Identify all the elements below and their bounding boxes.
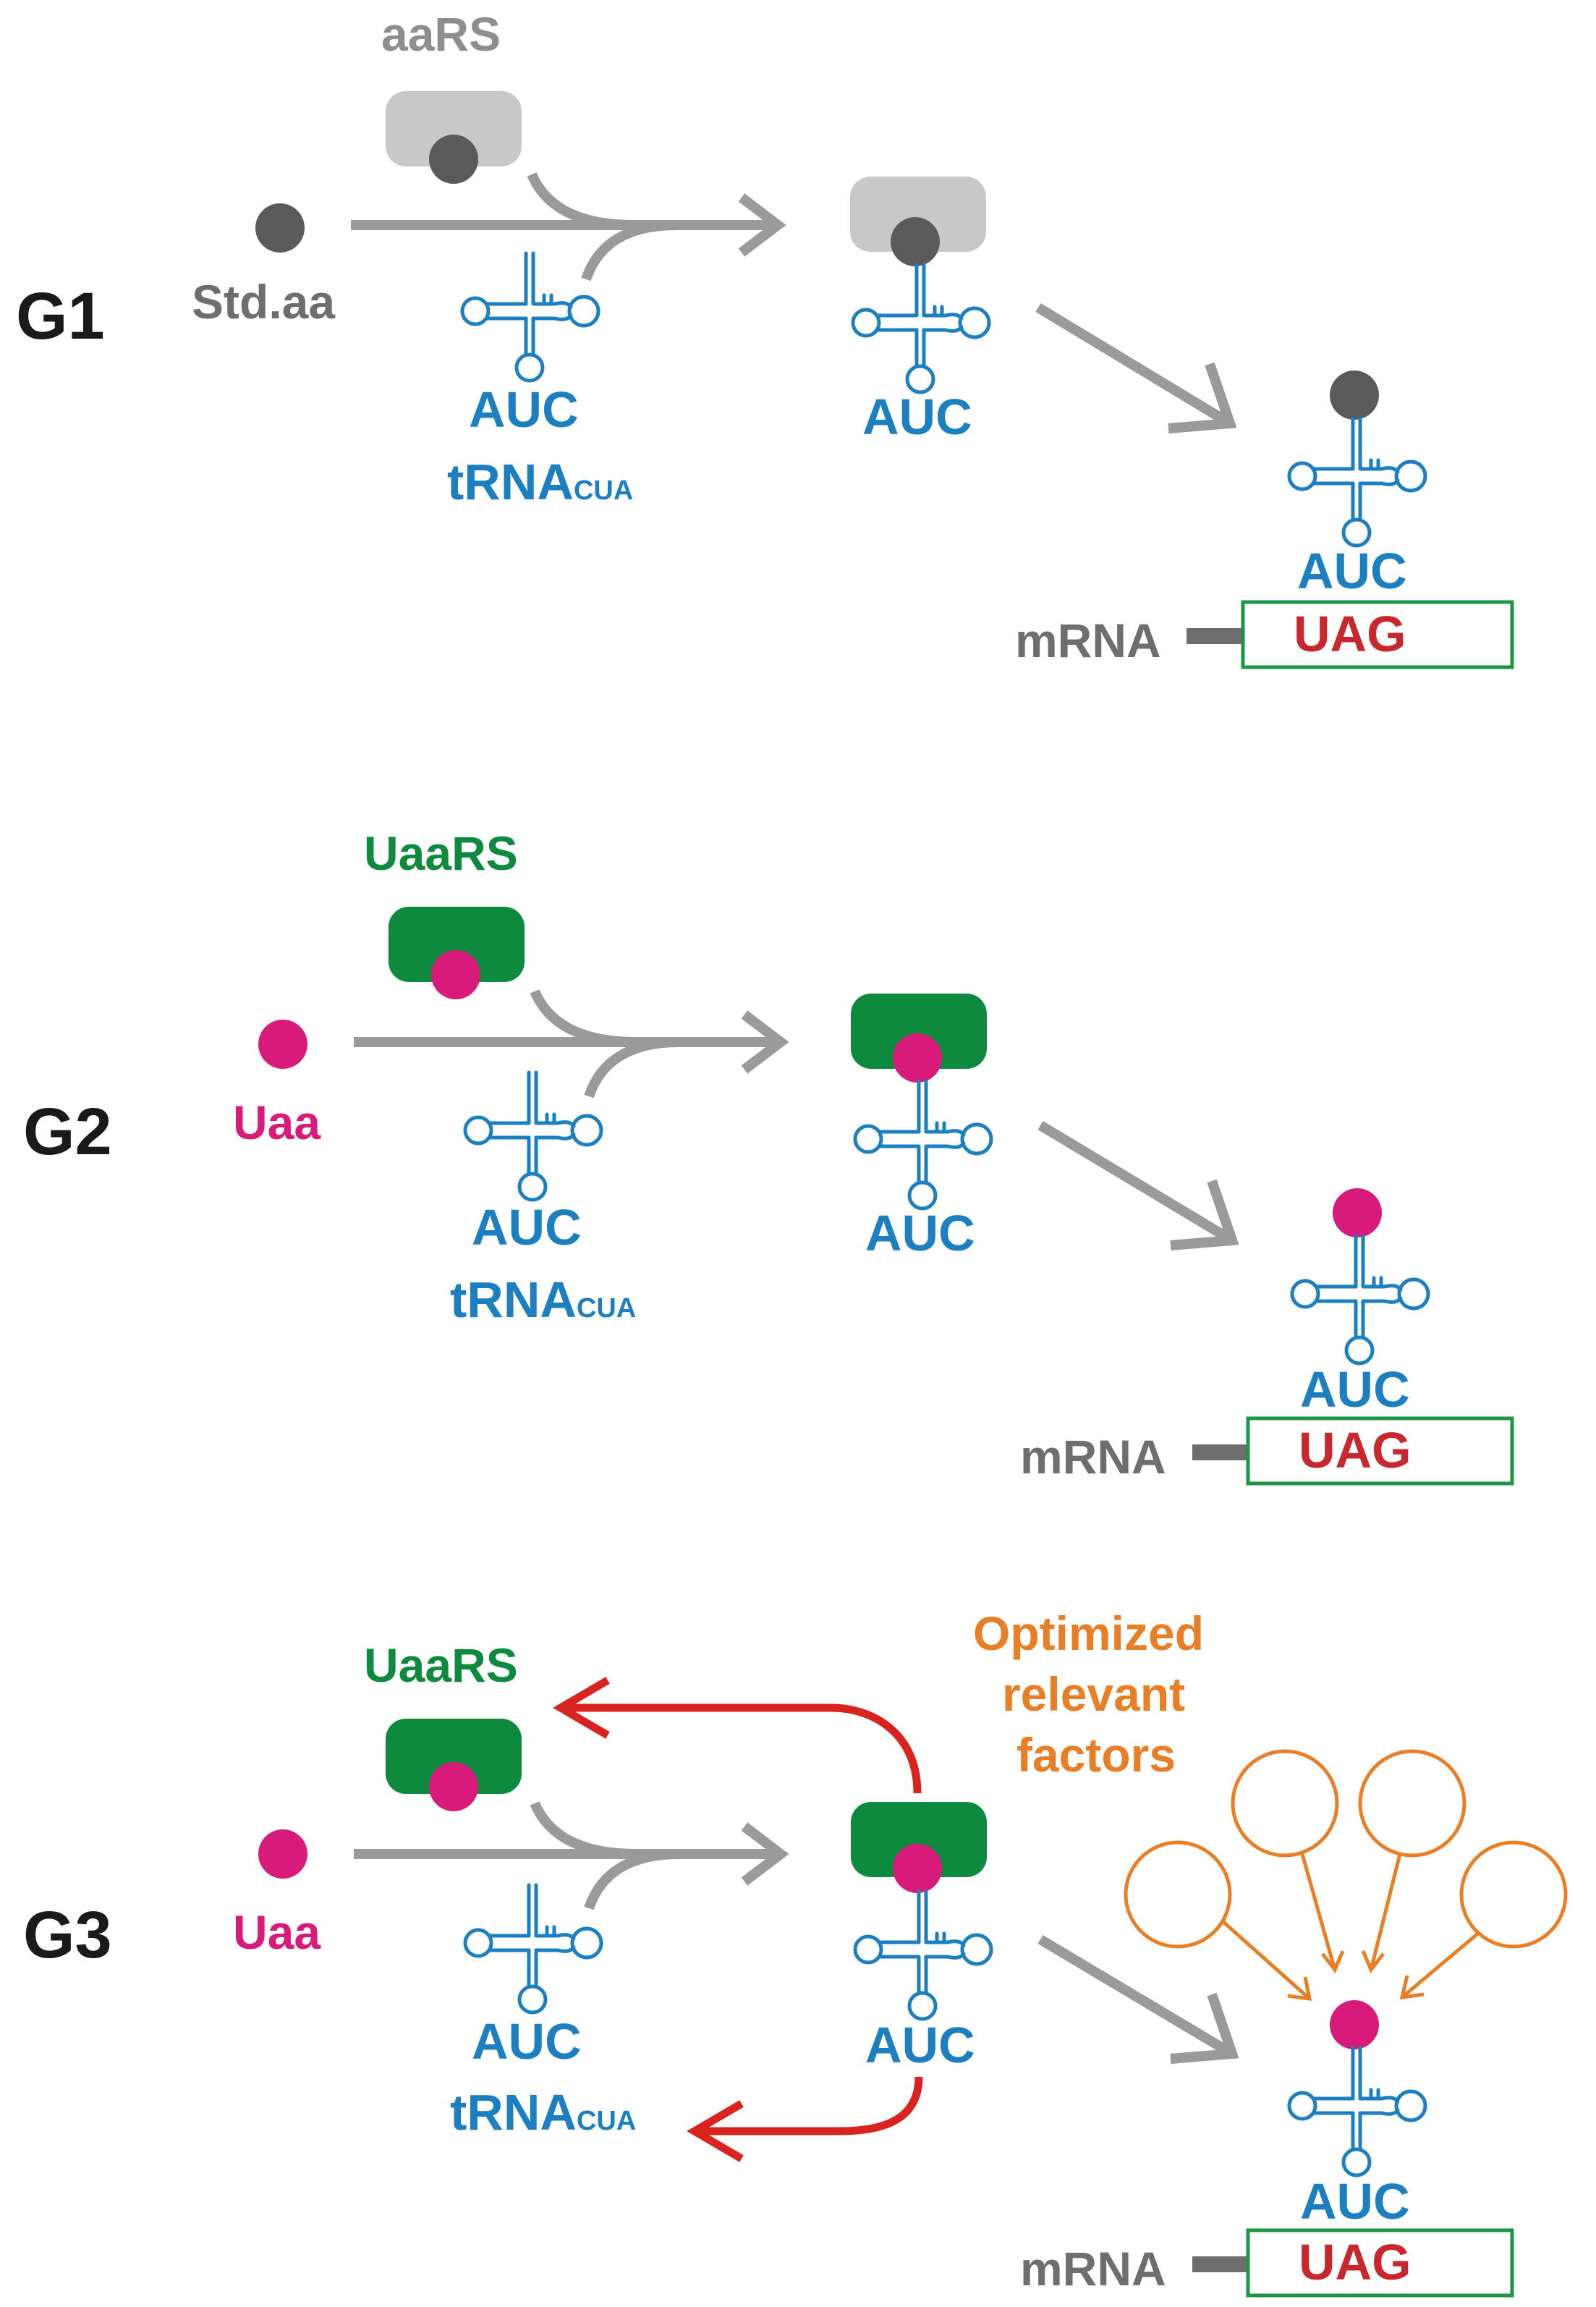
trna-at-ribosome	[1292, 1236, 1428, 1363]
anticodon-label: AUC	[1297, 543, 1407, 599]
mrna-label: mRNA	[1015, 614, 1161, 667]
mrna-strand	[1192, 1444, 1250, 1460]
factors-label-line1: Optimized	[973, 1607, 1204, 1660]
factor-arrow	[1300, 1853, 1345, 1973]
bound-unnatural-amino-acid	[431, 950, 480, 999]
trna-charged	[855, 1081, 991, 1208]
enzyme-recycle-arrow	[553, 1677, 922, 1794]
enzyme-label: UaaRS	[364, 1638, 518, 1692]
bound-unnatural-amino-acid	[429, 1762, 478, 1811]
mrna-label: mRNA	[1020, 1430, 1166, 1483]
charging-arrow	[351, 174, 778, 279]
aars-enzyme	[386, 91, 522, 166]
trna-name: tRNACUA	[450, 2084, 636, 2141]
factors-label-line3: factors	[1016, 1728, 1176, 1782]
amino-acid-on-trna	[1330, 371, 1379, 420]
charging-arrow	[354, 991, 781, 1096]
uaars-enzyme	[389, 907, 525, 982]
factor-circle	[1124, 1840, 1232, 1949]
amino-acid-label: Uaa	[233, 1096, 321, 1149]
trna-at-ribosome	[1289, 2048, 1425, 2175]
trna-free	[462, 253, 598, 381]
trna-recycle-arrow	[687, 2076, 923, 2162]
mrna-strand	[1192, 2256, 1250, 2272]
codon-box	[1241, 600, 1514, 669]
charged-unnatural-amino-acid	[893, 1033, 942, 1083]
unnatural-amino-acid-on-trna	[1330, 2000, 1379, 2049]
enzyme-label: aaRS	[381, 7, 501, 61]
factor-arrow	[1361, 1853, 1402, 1973]
factor-arrow	[1399, 1931, 1481, 1999]
delivery-arrow	[1037, 1934, 1239, 2064]
mrna-strand	[1187, 628, 1244, 644]
amino-acid-label: Uaa	[233, 1905, 321, 1959]
delivery-arrow	[1035, 303, 1237, 433]
charged-amino-acid	[891, 217, 940, 266]
amino-acid-label: Std.aa	[192, 275, 336, 329]
anticodon-label: AUC	[472, 2013, 582, 2070]
standard-amino-acid	[255, 203, 305, 253]
anticodon-label: AUC	[1300, 1361, 1410, 1418]
enzyme-label: UaaRS	[364, 826, 518, 880]
uaars-trna-complex-enzyme	[851, 994, 987, 1069]
uaars-enzyme	[386, 1719, 522, 1794]
anticodon-label: AUC	[862, 389, 972, 445]
trna-charged	[855, 1892, 991, 2019]
panel-g2: G2 UaaRS Uaa AUC tRNACUA AUC AUC mRNA UA…	[23, 826, 1514, 1486]
charged-unnatural-amino-acid	[893, 1844, 942, 1893]
bound-amino-acid	[429, 135, 478, 184]
charging-arrow	[354, 1803, 781, 1908]
panel-label: G3	[23, 1898, 112, 1972]
trna-name: tRNACUA	[447, 454, 633, 510]
anticodon-label: AUC	[865, 2017, 975, 2073]
trna-name: tRNACUA	[450, 1271, 636, 1328]
unnatural-amino-acid-on-trna	[1333, 1188, 1382, 1237]
panel-g3: G3 UaaRS Uaa AUC tRNACUA AUC Optimized r…	[23, 1607, 1568, 2298]
delivery-arrow	[1037, 1120, 1239, 1250]
factor-circle	[1231, 1749, 1339, 1858]
uaars-trna-complex-enzyme	[851, 1802, 987, 1877]
anticodon-label: AUC	[469, 381, 579, 438]
codon-box	[1246, 1416, 1514, 1486]
panel-g1: G1 aaRS Std.aa AUC tRNACUA AUC AUC mRNA …	[16, 7, 1514, 669]
factors-label-line2: relevant	[1002, 1667, 1185, 1721]
panel-label: G2	[23, 1095, 112, 1169]
codon-label: UAG	[1299, 1422, 1412, 1478]
mrna-label: mRNA	[1020, 2242, 1166, 2295]
anticodon-label: AUC	[1300, 2173, 1410, 2230]
factor-arrow	[1221, 1920, 1312, 2001]
anticodon-label: AUC	[472, 1199, 582, 1256]
anticodon-label: AUC	[865, 1205, 975, 1261]
trna-charged	[853, 265, 989, 392]
trna-free	[465, 1072, 601, 1200]
unnatural-amino-acid	[258, 1020, 307, 1069]
factor-circle	[1459, 1840, 1568, 1949]
panel-label: G1	[16, 279, 105, 353]
factor-circle	[1358, 1749, 1466, 1858]
codon-label: UAG	[1299, 2234, 1412, 2290]
aars-trna-complex-enzyme	[850, 177, 986, 252]
trna-free	[465, 1885, 601, 2012]
codon-box	[1246, 2228, 1514, 2298]
unnatural-amino-acid	[258, 1829, 307, 1879]
codon-label: UAG	[1294, 606, 1406, 662]
trna-at-ribosome	[1289, 418, 1425, 546]
